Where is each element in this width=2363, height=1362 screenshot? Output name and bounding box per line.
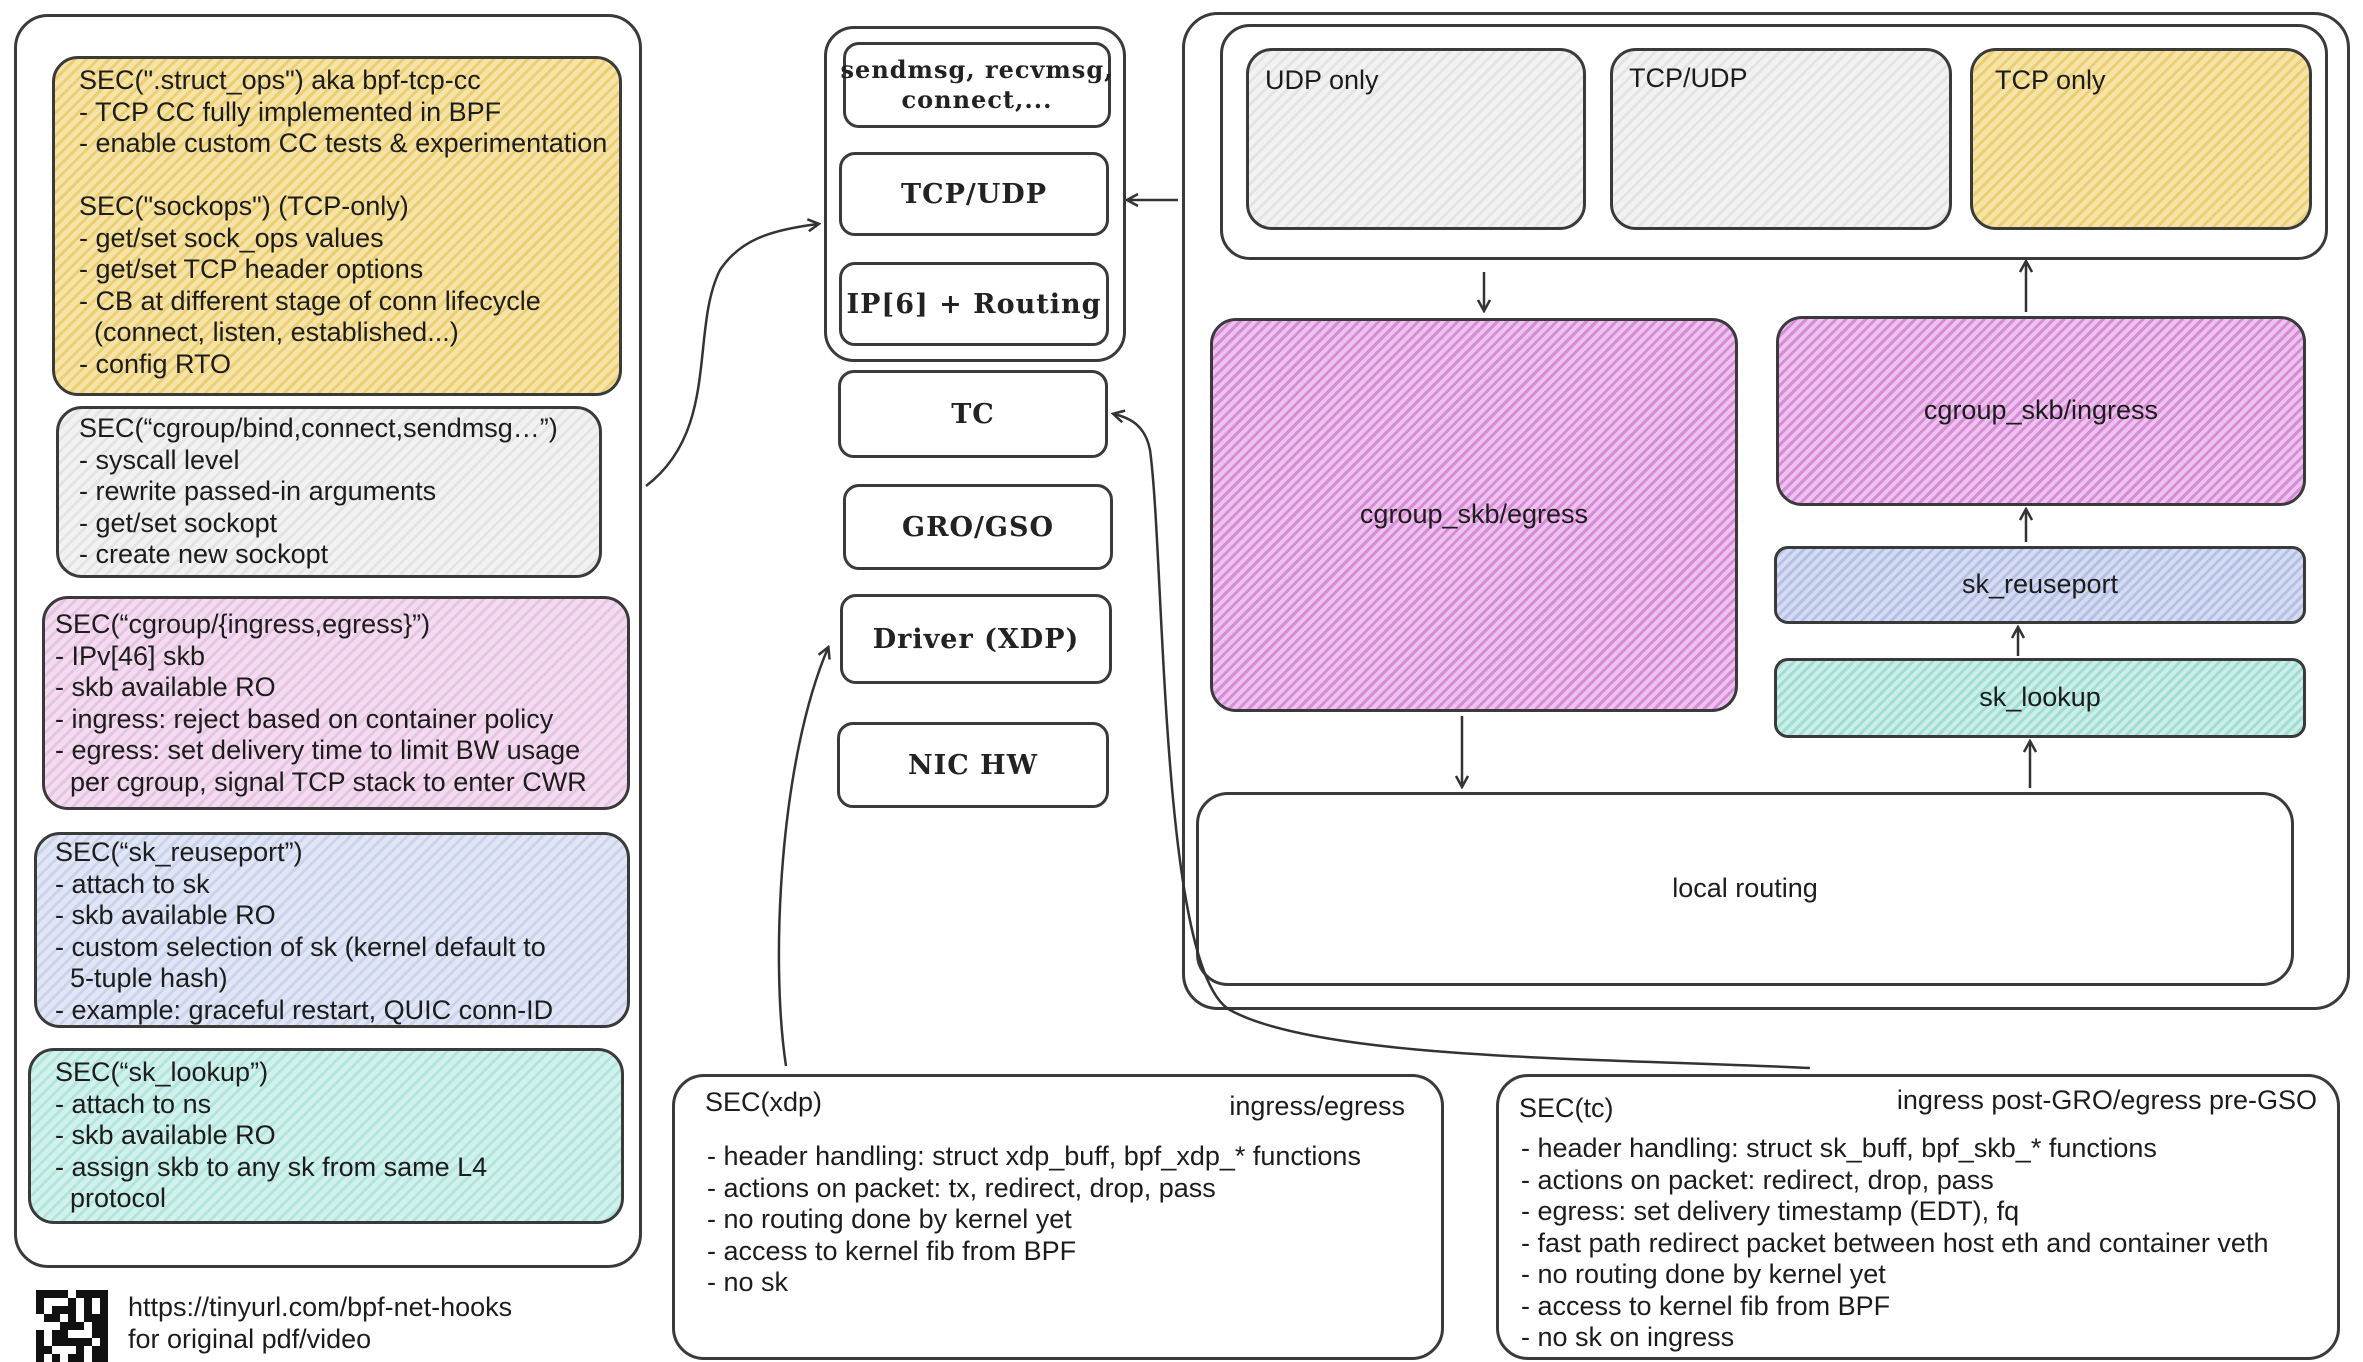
stack-tc: TC: [838, 370, 1108, 458]
sk-lookup-text: SEC(“sk_lookup”) - attach to ns - skb av…: [55, 1057, 488, 1213]
sec-xdp-details: - header handling: struct xdp_buff, bpf_…: [707, 1141, 1361, 1297]
cgroup-bind-text: SEC(“cgroup/bind,connect,sendmsg…”) - sy…: [79, 413, 558, 569]
stack-socket-calls-label: sendmsg, recvmsg, connect,...: [840, 55, 1114, 114]
stack-ip-routing: IP[6] + Routing: [839, 262, 1109, 346]
udp-only-box: UDP only: [1246, 48, 1586, 230]
footer-url[interactable]: https://tinyurl.com/bpf-net-hooks: [128, 1292, 513, 1322]
stack-tcp-udp: TCP/UDP: [839, 152, 1109, 236]
sk-reuseport-text: SEC(“sk_reuseport”) - attach to sk - skb…: [55, 837, 554, 1025]
local-routing-label: local routing: [1672, 873, 1818, 904]
struct-ops-sockops-box: SEC(".struct_ops") aka bpf-tcp-cc - TCP …: [52, 56, 622, 396]
tcp-udp-label: TCP/UDP: [1629, 63, 1748, 93]
sk-reuseport-hook-box: sk_reuseport: [1774, 546, 2306, 624]
sec-tc-details: - header handling: struct sk_buff, bpf_s…: [1521, 1133, 2269, 1352]
stack-tc-label: TC: [951, 398, 995, 430]
qr-code-icon: [36, 1290, 108, 1362]
stack-gro-gso: GRO/GSO: [843, 484, 1113, 570]
udp-only-label: UDP only: [1265, 65, 1379, 95]
stack-nic-hw-label: NIC HW: [907, 749, 1039, 781]
cgroup-ingress-egress-box: SEC(“cgroup/{ingress,egress}”) - IPv[46]…: [42, 596, 630, 810]
sk-reuseport-hook-label: sk_reuseport: [1961, 569, 2119, 600]
stack-gro-gso-label: GRO/GSO: [902, 511, 1054, 543]
sk-reuseport-box: SEC(“sk_reuseport”) - attach to sk - skb…: [34, 832, 630, 1028]
sec-xdp-direction: ingress/egress: [1229, 1091, 1405, 1121]
tcp-udp-box: TCP/UDP: [1610, 48, 1952, 230]
sk-lookup-hook-label: sk_lookup: [1979, 682, 2101, 713]
sec-tc-box: SEC(tc) ingress post-GRO/egress pre-GSO …: [1496, 1074, 2340, 1360]
cgroup-skb-egress-box: cgroup_skb/egress: [1210, 318, 1738, 712]
stack-driver-xdp-label: Driver (XDP): [872, 623, 1080, 655]
stack-ip-routing-label: IP[6] + Routing: [846, 288, 1102, 320]
stack-tcp-udp-label: TCP/UDP: [900, 178, 1047, 210]
sec-tc-title: SEC(tc): [1519, 1093, 1614, 1123]
sk-lookup-hook-box: sk_lookup: [1774, 658, 2306, 738]
cgroup-skb-egress-label: cgroup_skb/egress: [1359, 499, 1589, 530]
sec-xdp-box: SEC(xdp) ingress/egress - header handlin…: [672, 1074, 1444, 1360]
struct-ops-sockops-text: SEC(".struct_ops") aka bpf-tcp-cc - TCP …: [79, 65, 608, 379]
local-routing-box: local routing: [1196, 792, 2294, 986]
stack-socket-calls: sendmsg, recvmsg, connect,...: [840, 42, 1114, 128]
stack-driver-xdp: Driver (XDP): [840, 594, 1112, 684]
cgroup-skb-ingress-box: cgroup_skb/ingress: [1776, 316, 2306, 506]
sec-xdp-title: SEC(xdp): [705, 1087, 823, 1117]
sec-tc-direction: ingress post-GRO/egress pre-GSO: [1896, 1085, 2317, 1115]
stack-nic-hw: NIC HW: [837, 722, 1109, 808]
footer-note: for original pdf/video: [128, 1324, 372, 1354]
arrow-xdp-to-driver: [777, 648, 828, 1067]
tcp-only-label: TCP only: [1995, 65, 2106, 95]
cgroup-ingress-egress-text: SEC(“cgroup/{ingress,egress}”) - IPv[46]…: [55, 609, 587, 797]
cgroup-skb-ingress-label: cgroup_skb/ingress: [1923, 395, 2159, 426]
sk-lookup-box: SEC(“sk_lookup”) - attach to ns - skb av…: [28, 1048, 624, 1224]
arrow-left-to-stack: [645, 224, 818, 487]
tcp-only-box: TCP only: [1970, 48, 2312, 230]
cgroup-bind-box: SEC(“cgroup/bind,connect,sendmsg…”) - sy…: [56, 406, 602, 578]
